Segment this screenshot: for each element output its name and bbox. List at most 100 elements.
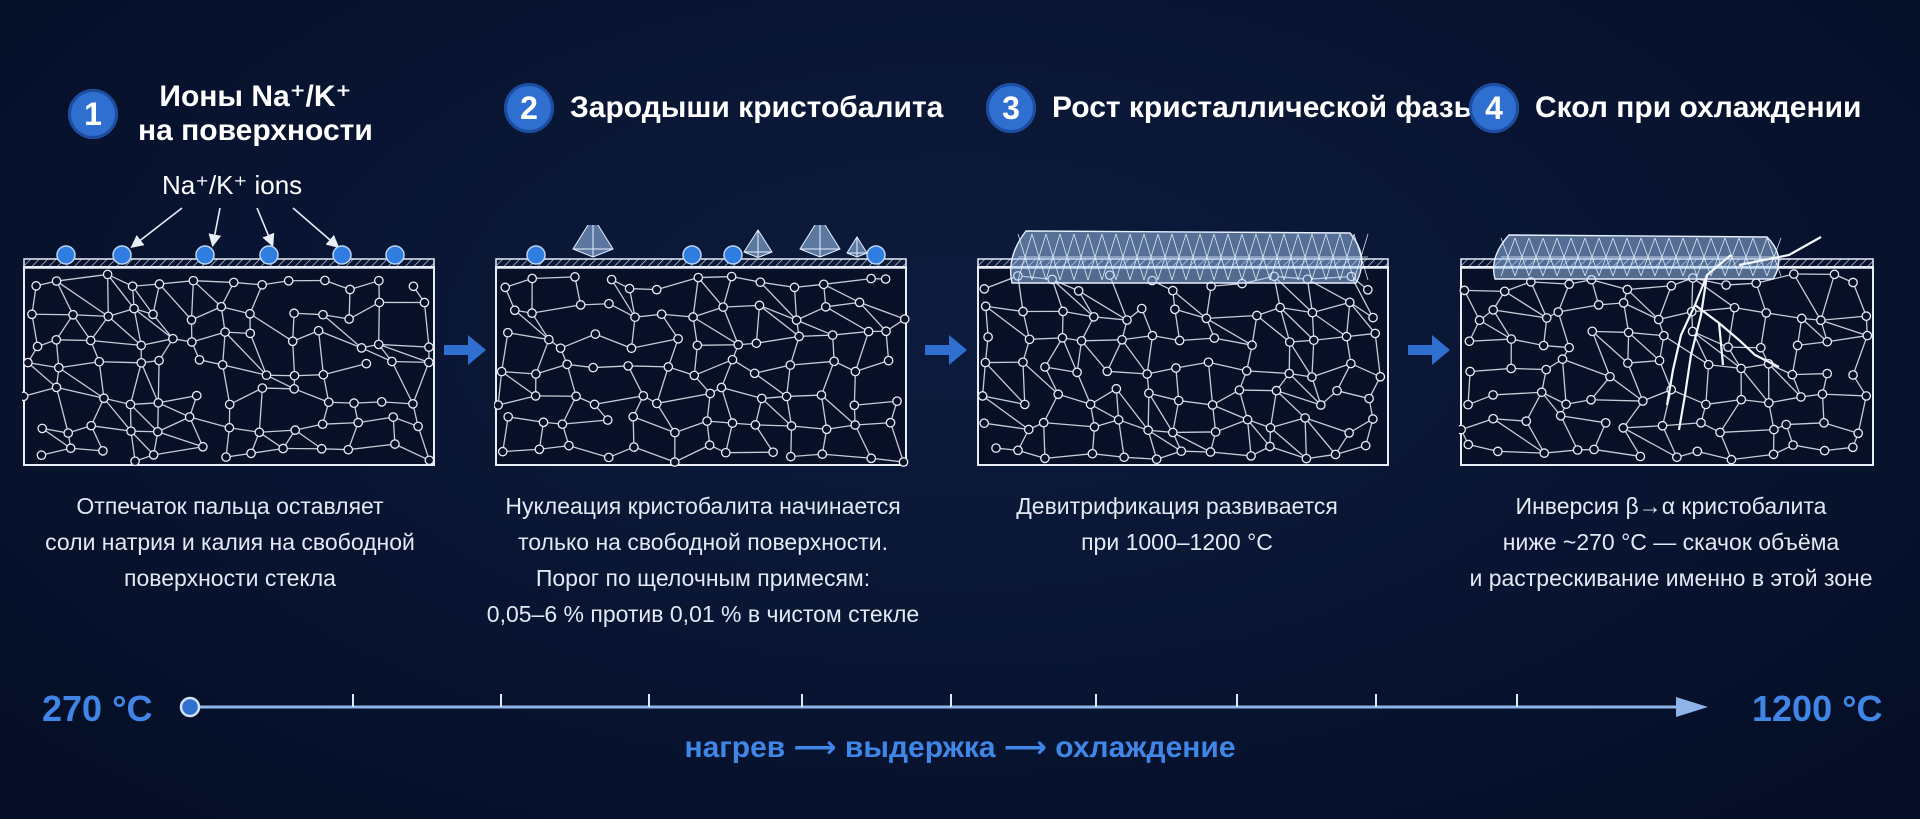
network-node (313, 325, 324, 336)
network-node (1024, 334, 1035, 345)
bond (192, 280, 222, 308)
bond (560, 333, 596, 349)
network-node (1209, 333, 1220, 343)
bond (191, 306, 222, 321)
bond (133, 308, 142, 346)
network-node (1087, 448, 1098, 459)
network-node (628, 411, 639, 422)
network-node (1265, 441, 1275, 452)
bond (1214, 337, 1253, 346)
network-node (816, 390, 827, 400)
network-node (720, 447, 731, 458)
bond (1720, 428, 1774, 434)
bond (1766, 312, 1802, 320)
network-node (1271, 385, 1282, 396)
network-node (626, 343, 637, 354)
network-node (278, 443, 288, 454)
network-node (866, 453, 877, 464)
bond (1661, 425, 1678, 458)
bond (1560, 415, 1579, 451)
bond (1768, 363, 1802, 398)
network-node (527, 308, 537, 318)
bond (1306, 453, 1336, 460)
network-node (716, 382, 727, 393)
bond (259, 429, 296, 433)
bond (1117, 419, 1125, 458)
stage-4-header: 4 Скол при охлаждении (1469, 83, 1861, 133)
network-node (1360, 440, 1371, 451)
network-node (374, 275, 384, 286)
network-node (1657, 420, 1668, 431)
bond (1823, 422, 1859, 434)
bond (27, 361, 59, 369)
network-node (821, 424, 832, 435)
bond (1076, 340, 1083, 373)
network-node (794, 331, 805, 342)
bond (158, 394, 197, 404)
bond (502, 448, 540, 453)
network-node (1102, 366, 1113, 377)
bond (500, 332, 509, 372)
network-node (530, 391, 541, 401)
network-node (245, 308, 255, 319)
bond (229, 387, 263, 405)
caption-line: Отпечаток пальца оставляет (76, 493, 384, 519)
network-node (1151, 454, 1162, 465)
ion-dot (526, 245, 546, 265)
bond (1663, 335, 1709, 366)
network-node (983, 332, 993, 342)
bond (1336, 363, 1352, 391)
network-node (63, 428, 74, 438)
network-node (1586, 394, 1596, 405)
network-node (345, 284, 355, 295)
network-node (786, 421, 797, 431)
bond (796, 319, 833, 336)
bond (1492, 309, 1512, 340)
network-node (1203, 357, 1214, 368)
network-node (154, 279, 165, 289)
network-node (663, 362, 674, 372)
network-node (980, 301, 991, 312)
network-node (99, 393, 109, 404)
network-node (136, 357, 147, 368)
network-node (1284, 368, 1295, 379)
bond (793, 287, 798, 321)
network-node (527, 273, 538, 284)
network-node (1316, 400, 1326, 410)
bond (258, 388, 264, 433)
network-node (289, 308, 299, 319)
network-node (1659, 330, 1669, 341)
network-node (1600, 417, 1611, 428)
network-node (318, 309, 328, 320)
network-node (1564, 342, 1575, 353)
bond (853, 371, 857, 406)
ion-dot (385, 245, 405, 265)
bond (561, 395, 577, 425)
bond (152, 313, 174, 340)
bond (1467, 371, 1471, 405)
bond (531, 304, 581, 314)
network-node (1234, 385, 1245, 395)
bond (1044, 366, 1078, 373)
bond (1022, 362, 1026, 405)
network-node (1170, 304, 1180, 315)
network-node (651, 398, 662, 409)
bond (1288, 373, 1322, 406)
network-node (670, 427, 680, 438)
bond (103, 397, 132, 432)
timeline-arrowhead (1676, 697, 1708, 717)
network-node (1465, 366, 1475, 377)
bond (1755, 283, 1767, 314)
bond (358, 416, 394, 424)
network-node (148, 309, 158, 320)
bond (720, 359, 734, 388)
bond (1205, 286, 1212, 319)
stage-1-badge: 1 (68, 89, 118, 139)
network-node (246, 448, 256, 459)
bond (1463, 290, 1481, 321)
glass-surface (495, 258, 907, 269)
bond (611, 279, 636, 318)
bond (249, 313, 294, 342)
network-node (1167, 427, 1178, 438)
glass-body (1460, 266, 1874, 466)
